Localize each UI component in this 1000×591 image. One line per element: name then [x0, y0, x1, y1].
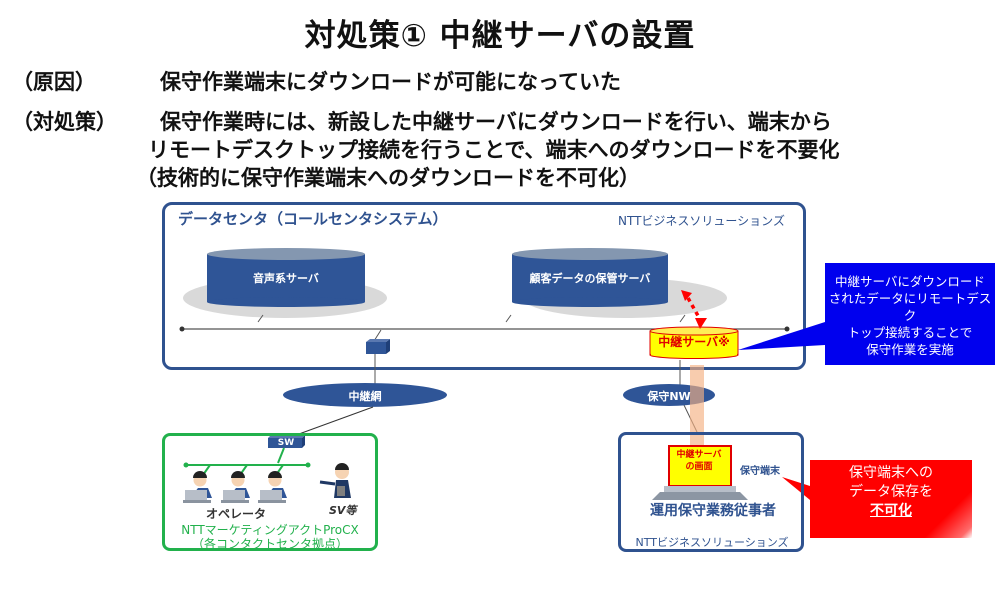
countermeasure-line-1: 保守作業時には、新設した中継サーバにダウンロードを行い、端末から: [160, 110, 832, 134]
router-icon: [366, 339, 390, 354]
cause-label: （原因）: [12, 70, 96, 94]
operators-label: オペレータ: [206, 507, 267, 521]
data-center-frame: [162, 202, 806, 370]
switch-green-drop: [277, 447, 285, 464]
maintenance-frame: [618, 432, 804, 552]
blue-callout-line: 中継サーバにダウンロード: [835, 274, 985, 289]
voice-server-label: 音声系サーバ: [253, 272, 319, 285]
remote-desktop-band: [690, 365, 704, 445]
maintenance-terminal-label: 保守端末: [740, 466, 780, 477]
blue-callout-line: 保守作業を実施: [866, 342, 954, 357]
supervisor-icon: [319, 463, 351, 498]
customer-data-server-cylinder: [512, 248, 668, 307]
cause-text: 保守作業端末にダウンロードが可能になっていた: [160, 70, 621, 94]
red-callout: 保守端末への データ保存を 不可化: [810, 460, 972, 538]
red-callout-line: データ保存を: [849, 484, 933, 500]
countermeasure-line-3: （技術的に保守作業端末へのダウンロードを不可化）: [136, 166, 640, 190]
maintenance-owner: NTTビジネスソリューションズ: [635, 536, 789, 549]
relay-screen-label: 中継サーバ の画面: [674, 449, 724, 473]
screen-line: 中継サーバ: [676, 450, 722, 460]
lan-endpoint: [784, 326, 790, 332]
countermeasure-line-2: リモートデスクトップ接続を行うことで、端末へのダウンロードを不要化: [148, 138, 840, 162]
blue-callout-line: されたデータにリモートデスク: [828, 291, 992, 323]
relay-network-ellipse: [283, 383, 447, 407]
maintenance-worker-label: 運用保守業務従事者: [650, 503, 776, 519]
relay-server-label: 中継サーバ※: [658, 335, 730, 349]
data-center-owner: NTTビジネスソリューションズ: [618, 214, 785, 228]
screen-line: の画面: [685, 462, 713, 472]
customer-data-server-label: 顧客データの保管サーバ: [529, 272, 651, 285]
operator-icon: [221, 471, 250, 503]
lan-endpoint: [179, 326, 185, 332]
maintenance-network-label: 保守NW: [647, 390, 691, 403]
switch-label: SW: [277, 438, 295, 448]
org-line: NTTマーケティングアクトProCX: [181, 523, 359, 537]
operator-icon: [258, 471, 287, 503]
lan-drop: [257, 314, 264, 323]
red-callout-emphasis: 不可化: [870, 503, 912, 519]
countermeasure-label: （対処策）: [12, 110, 117, 134]
network-to-switch-line: [287, 406, 374, 439]
org-line: （各コンタクトセンタ拠点）: [191, 537, 348, 551]
relay-server-cylinder: [649, 326, 739, 359]
arrow-head-down: [695, 318, 707, 329]
red-callout-line: 保守端末への: [849, 465, 933, 481]
operator-icon: [183, 471, 212, 503]
maintenance-laptop-icon: [652, 445, 748, 500]
blue-callout: 中継サーバにダウンロード されたデータにリモートデスク トップ接続することで 保…: [825, 263, 995, 365]
arrow-head-up: [681, 290, 692, 301]
contact-center-frame: [162, 433, 378, 551]
lan-drop: [679, 314, 686, 323]
data-center-title: データセンタ（コールセンタシステム）: [178, 210, 448, 228]
blue-callout-line: トップ接続することで: [847, 325, 973, 340]
supervisor-label: SV等: [329, 504, 357, 517]
relay-network-label: 中継網: [348, 390, 382, 403]
voice-server-cylinder: [207, 248, 365, 307]
lan-drop: [505, 314, 512, 323]
page-title: 対処策① 中継サーバの設置: [304, 18, 696, 54]
contact-center-org: NTTマーケティングアクトProCX （各コンタクトセンタ拠点）: [170, 523, 370, 551]
blue-callout-pointer: [738, 322, 825, 350]
